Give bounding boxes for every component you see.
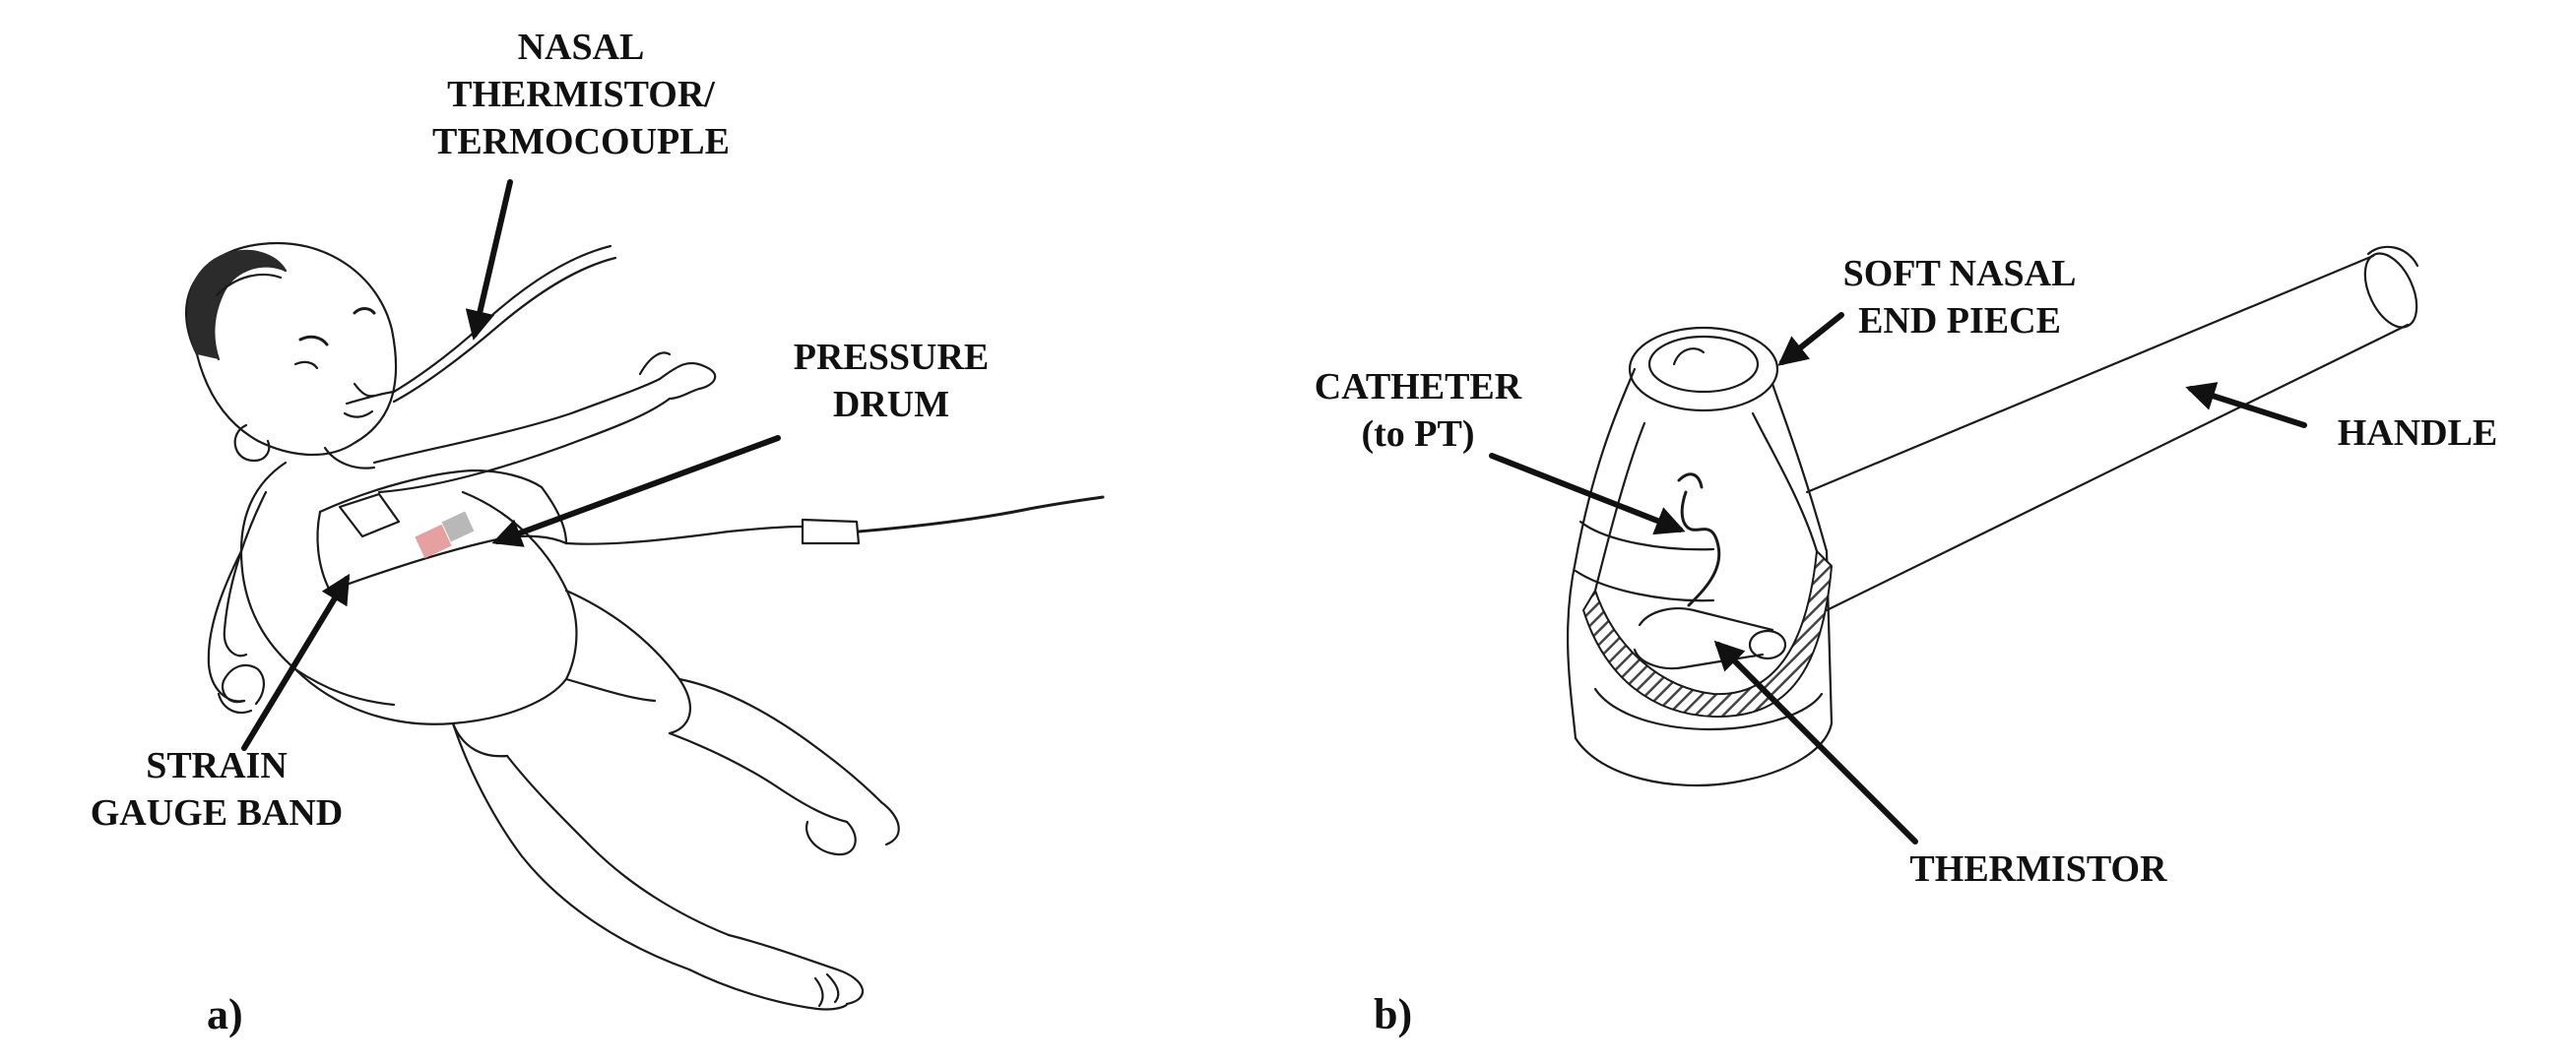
label-soft-1: SOFT NASAL: [1843, 253, 2077, 294]
label-pressure-2: DRUM: [833, 384, 949, 425]
thermistor-element: [1581, 548, 1834, 719]
label-pressure-1: PRESSURE: [794, 337, 990, 378]
arrow-strain: [241, 573, 351, 751]
panel-b-label: b): [1374, 990, 1412, 1038]
label-nasal-3: TERMOCOUPLE: [432, 121, 730, 162]
label-soft-2: END PIECE: [1858, 300, 2061, 342]
label-catheter-2: (to PT): [1361, 413, 1474, 455]
arrow-soft: [1777, 312, 1844, 366]
label-catheter-1: CATHETER: [1315, 366, 1522, 407]
arrow-handle: [2185, 382, 2307, 428]
label-thermistor: THERMISTOR: [1909, 848, 2167, 890]
label-strain-1: STRAIN: [146, 745, 288, 786]
arrow-pressure: [491, 435, 781, 547]
arrow-catheter: [1489, 453, 1686, 535]
label-strain-2: GAUGE BAND: [91, 792, 344, 834]
panel-b: SOFT NASAL END PIECE CATHETER (to PT) HA…: [1315, 245, 2498, 1038]
label-nasal-1: NASAL: [518, 27, 645, 68]
panel-a-label: a): [207, 990, 243, 1038]
label-nasal-2: THERMISTOR/: [447, 74, 715, 115]
infant-drawing: [185, 241, 1105, 1011]
label-handle: HANDLE: [2338, 412, 2498, 454]
panel-a: NASAL THERMISTOR/ TERMOCOUPLE PRESSURE D…: [91, 27, 1105, 1038]
device-drawing: [1567, 245, 2419, 787]
arrow-nasal: [465, 179, 513, 341]
pressure-drum-marker: [415, 511, 475, 559]
arrow-thermistor: [1713, 640, 1918, 845]
